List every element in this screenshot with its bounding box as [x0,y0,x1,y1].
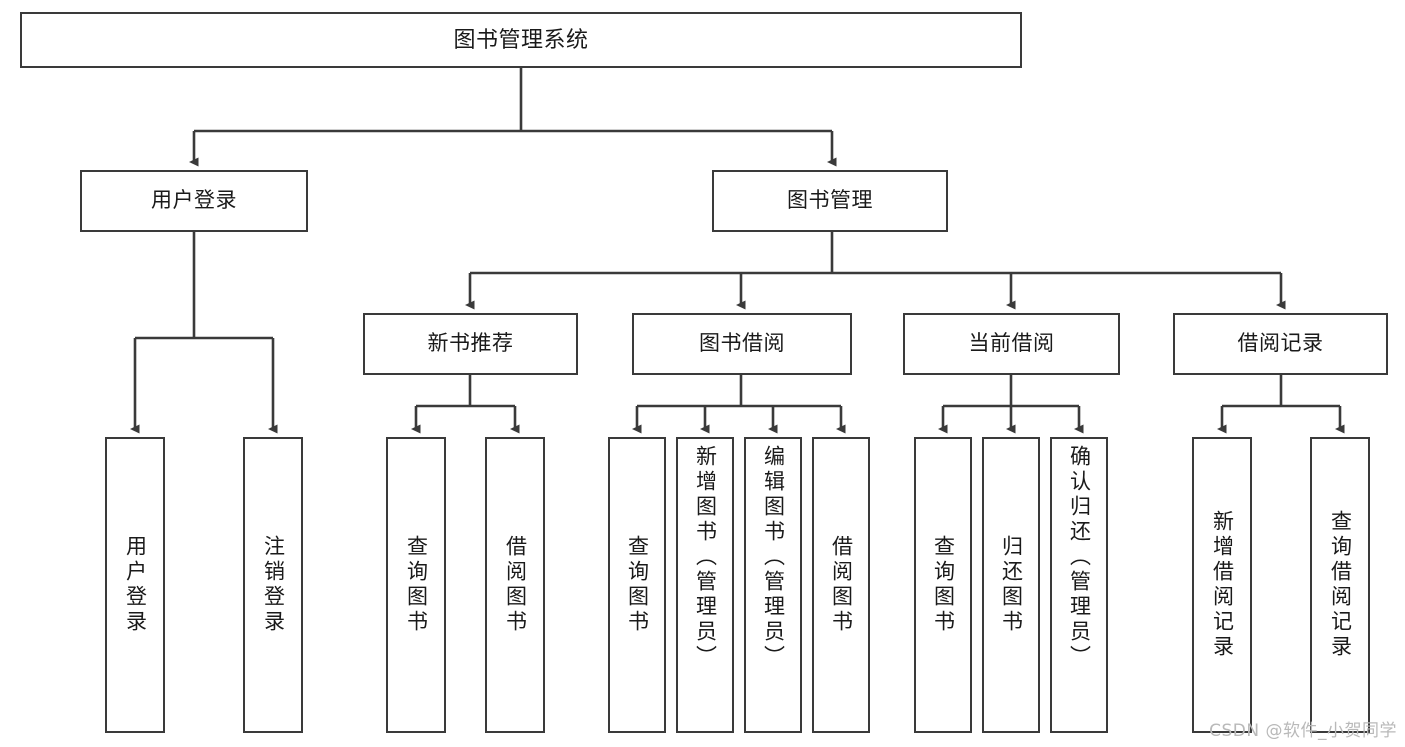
node-borrow-record[interactable]: 借阅记录 [1173,313,1388,375]
node-label: 新书推荐 [427,331,514,355]
leaf-book-borrow-edit[interactable]: 编辑图书（管理员） [744,437,802,733]
node-label: 用户登录 [123,535,147,635]
node-label: 图书借阅 [699,331,785,355]
leaf-user-login-logout[interactable]: 注销登录 [243,437,303,733]
node-label: 图书管理系统 [453,27,589,53]
node-book-borrow[interactable]: 图书借阅 [632,313,852,375]
node-label: 查询图书 [404,535,428,635]
leaf-book-borrow-query[interactable]: 查询图书 [608,437,666,733]
leaf-user-login-login[interactable]: 用户登录 [105,437,165,733]
leaf-borrow-record-query[interactable]: 查询借阅记录 [1310,437,1370,733]
node-label: 确认归还（管理员） [1067,445,1091,670]
leaf-current-borrow-return[interactable]: 归还图书 [982,437,1040,733]
leaf-book-borrow-add[interactable]: 新增图书（管理员） [676,437,734,733]
node-label: 借阅图书 [829,535,853,635]
leaf-current-borrow-confirm-return[interactable]: 确认归还（管理员） [1050,437,1108,733]
node-label: 查询图书 [625,535,649,635]
node-label: 新增借阅记录 [1210,510,1234,660]
node-root-system[interactable]: 图书管理系统 [20,12,1022,68]
watermark-text: CSDN @软件_小贺同学 [1209,721,1397,741]
node-label: 注销登录 [261,535,285,635]
node-label: 查询图书 [931,535,955,635]
node-label: 归还图书 [999,535,1023,635]
leaf-current-borrow-query[interactable]: 查询图书 [914,437,972,733]
leaf-book-borrow-borrow[interactable]: 借阅图书 [812,437,870,733]
node-user-login[interactable]: 用户登录 [80,170,308,232]
node-label: 当前借阅 [968,331,1055,355]
node-label: 借阅图书 [503,535,527,635]
node-label: 图书管理 [787,188,873,212]
leaf-new-book-query[interactable]: 查询图书 [386,437,446,733]
node-label: 查询借阅记录 [1328,510,1352,660]
node-label: 借阅记录 [1237,331,1324,355]
node-label: 编辑图书（管理员） [761,445,785,670]
leaf-borrow-record-add[interactable]: 新增借阅记录 [1192,437,1252,733]
node-current-borrow[interactable]: 当前借阅 [903,313,1120,375]
node-label: 用户登录 [151,188,237,212]
leaf-new-book-borrow[interactable]: 借阅图书 [485,437,545,733]
node-label: 新增图书（管理员） [693,445,717,670]
node-new-book-recommend[interactable]: 新书推荐 [363,313,578,375]
node-book-management[interactable]: 图书管理 [712,170,948,232]
